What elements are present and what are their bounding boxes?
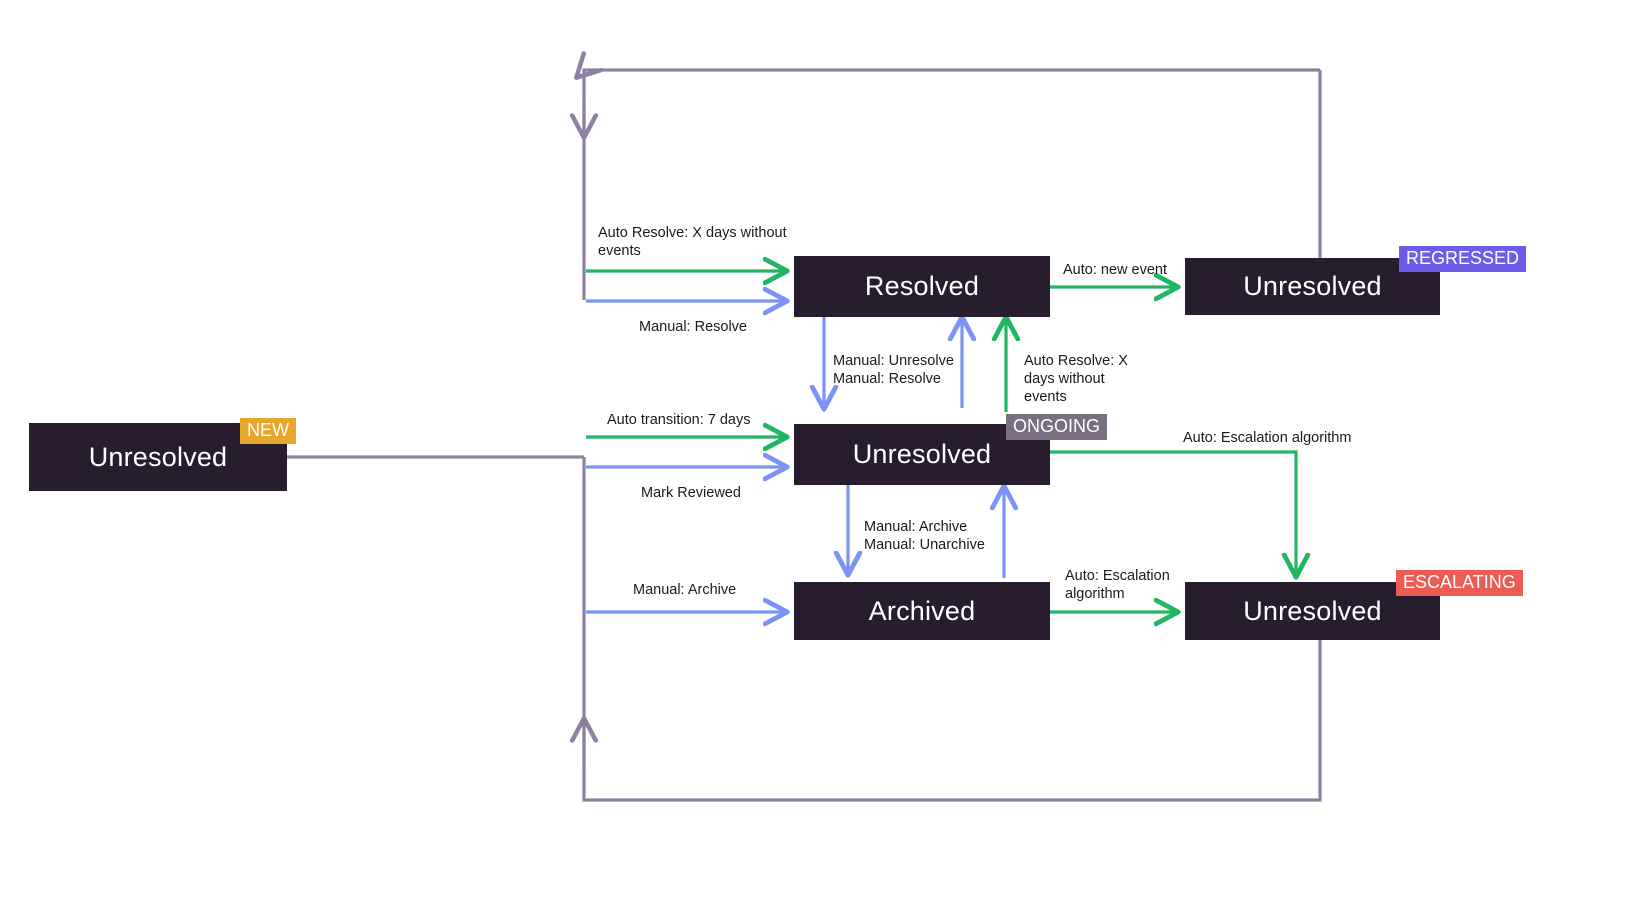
state-label: Unresolved (1243, 595, 1382, 626)
edge-label-manual-unresolve-resolve: Manual: Unresolve Manual: Resolve (833, 353, 954, 388)
edge-label-auto-resolve-x-days: Auto Resolve: X days without events (598, 225, 787, 260)
edge-label-auto-resolve-x-days-up: Auto Resolve: X days without events (1024, 353, 1128, 406)
state-label: Unresolved (88, 441, 228, 472)
edge-ongoing-to-escalating (1050, 450, 1296, 576)
state-box-regressed-unresolved[interactable]: Unresolved (1185, 258, 1440, 315)
state-label: Resolved (864, 271, 980, 301)
status-badge-ongoing-label: ONGOING (1013, 416, 1101, 436)
status-badge-regressed-label: REGRESSED (1406, 248, 1520, 268)
edge-label-auto-escalation-algorithm-top: Auto: Escalation algorithm (1183, 430, 1352, 446)
edge-label-manual-archive-left: Manual: Archive (633, 582, 737, 598)
edge-loop-bottom (584, 457, 1322, 802)
state-box-archived[interactable]: Archived (794, 582, 1050, 640)
state-label: Unresolved (852, 439, 992, 469)
status-badge-escalating-label: ESCALATING (1403, 572, 1516, 592)
state-label: Archived (868, 595, 976, 626)
edge-label-auto-transition-7-days: Auto transition: 7 days (607, 412, 751, 428)
edge-label-mark-reviewed: Mark Reviewed (641, 485, 741, 501)
status-badge-escalating: ESCALATING (1396, 570, 1523, 596)
edge-loop-top (584, 70, 1322, 300)
status-badge-new-label: NEW (247, 420, 289, 440)
edge-label-manual-resolve: Manual: Resolve (639, 319, 747, 335)
status-badge-ongoing: ONGOING (1006, 414, 1108, 440)
status-badge-new: NEW (240, 418, 296, 444)
state-label: Unresolved (1243, 271, 1382, 301)
state-box-resolved[interactable]: Resolved (794, 256, 1050, 317)
edge-label-auto-escalation-algorithm-bottom: Auto: Escalation algorithm (1065, 568, 1170, 603)
status-badge-regressed: REGRESSED (1399, 246, 1527, 272)
edge-label-manual-archive-unarchive: Manual: Archive Manual: Unarchive (864, 519, 985, 554)
edge-label-auto-new-event: Auto: new event (1063, 262, 1167, 278)
